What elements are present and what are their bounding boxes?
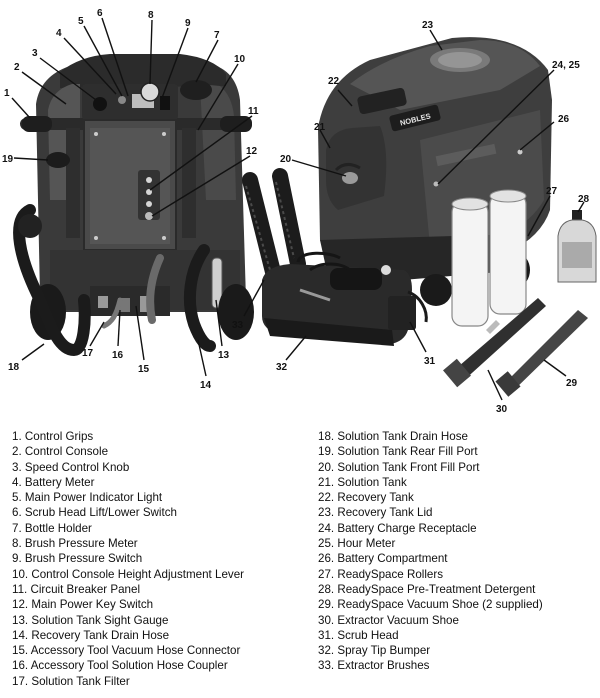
leader-lines <box>11 17 585 401</box>
callout-32: 32 <box>276 362 288 373</box>
rear-view-machine <box>13 54 254 357</box>
part-item: 2. Control Console <box>12 445 109 459</box>
machine-diagram-svg: NOBLES <box>2 8 597 415</box>
callout-23: 23 <box>422 20 434 31</box>
part-item: 18. Solution Tank Drain Hose <box>318 430 468 443</box>
detergent-bottle <box>557 210 597 283</box>
callout-11: 11 <box>248 106 259 117</box>
part-item: 31. Scrub Head <box>318 628 399 642</box>
part-item: 25. Hour Meter <box>318 537 396 551</box>
callout-15: 15 <box>138 364 150 375</box>
part-item: 14. Recovery Tank Drain Hose <box>12 628 170 642</box>
part-item: 11. Circuit Breaker Panel <box>12 582 141 596</box>
callout-numbers: 1 2 3 4 5 6 7 8 9 10 11 12 13 14 15 16 1… <box>2 8 590 415</box>
part-item: 8. Brush Pressure Meter <box>12 537 138 551</box>
callout-5: 5 <box>78 16 84 27</box>
part-item: 1. Control Grips <box>12 430 94 443</box>
callout-1: 1 <box>4 88 10 99</box>
part-item: 22. Recovery Tank <box>318 491 414 505</box>
callout-24-25: 24, 25 <box>552 60 580 71</box>
part-item: 28. ReadySpace Pre-Treatment Detergent <box>318 582 536 596</box>
callout-4: 4 <box>56 28 62 39</box>
callout-17: 17 <box>82 348 94 359</box>
callout-20: 20 <box>280 154 292 165</box>
part-item: 17. Solution Tank Filter <box>12 674 130 688</box>
part-item: 3. Speed Control Knob <box>12 460 130 474</box>
vacuum-shoes <box>443 298 588 397</box>
callout-13: 13 <box>218 350 230 361</box>
part-item: 32. Spray Tip Bumper <box>318 644 431 658</box>
part-item: 26. Battery Compartment <box>318 552 448 566</box>
extractor-brushes <box>242 168 306 284</box>
callout-22: 22 <box>328 76 340 87</box>
part-item: 13. Solution Tank Sight Gauge <box>12 613 169 627</box>
part-item: 30. Extractor Vacuum Shoe <box>318 613 459 627</box>
machine-illustration: NOBLES <box>2 8 597 415</box>
readyspace-rollers <box>451 189 527 327</box>
callout-10: 10 <box>234 54 246 65</box>
part-item: 16. Accessory Tool Solution Hose Coupler <box>12 659 228 673</box>
part-item: 5. Main Power Indicator Light <box>12 491 163 505</box>
callout-9: 9 <box>185 18 191 29</box>
callout-26: 26 <box>558 114 570 125</box>
part-item: 24. Battery Charge Receptacle <box>318 521 477 535</box>
part-item: 27. ReadySpace Rollers <box>318 567 444 581</box>
callout-27: 27 <box>546 186 558 197</box>
part-item: 7. Bottle Holder <box>12 521 92 535</box>
part-item: 33. Extractor Brushes <box>318 659 430 673</box>
part-item: 23. Recovery Tank Lid <box>318 506 433 520</box>
part-item: 6. Scrub Head Lift/Lower Switch <box>12 506 177 520</box>
part-item: 15. Accessory Tool Vacuum Hose Connector <box>12 644 241 658</box>
callout-6: 6 <box>97 8 103 19</box>
part-item: 21. Solution Tank <box>318 475 407 489</box>
parts-list-right: 18. Solution Tank Drain Hose 19. Solution… <box>318 429 543 674</box>
part-item: 10. Control Console Height Adjustment Le… <box>12 567 245 581</box>
callout-3: 3 <box>32 48 38 59</box>
callout-14: 14 <box>200 380 212 391</box>
callout-16: 16 <box>112 350 124 361</box>
callout-31: 31 <box>424 356 436 367</box>
callout-8: 8 <box>148 10 154 21</box>
callout-21: 21 <box>314 122 326 133</box>
part-item: 12. Main Power Key Switch <box>12 598 154 612</box>
callout-29: 29 <box>566 378 578 389</box>
callout-2: 2 <box>14 62 20 73</box>
callout-7: 7 <box>214 30 220 41</box>
part-item: 4. Battery Meter <box>12 475 95 489</box>
part-item: 19. Solution Tank Rear Fill Port <box>318 445 478 459</box>
part-item: 20. Solution Tank Front Fill Port <box>318 460 480 474</box>
callout-28: 28 <box>578 194 590 205</box>
callout-12: 12 <box>246 146 258 157</box>
scrub-head-assembly <box>262 251 428 346</box>
callout-33: 33 <box>232 320 244 331</box>
callout-30: 30 <box>496 404 508 415</box>
callout-19: 19 <box>2 154 14 165</box>
part-item: 29. ReadySpace Vacuum Shoe (2 supplied) <box>318 598 543 612</box>
callout-18: 18 <box>8 362 20 373</box>
part-item: 9. Brush Pressure Switch <box>12 552 143 566</box>
